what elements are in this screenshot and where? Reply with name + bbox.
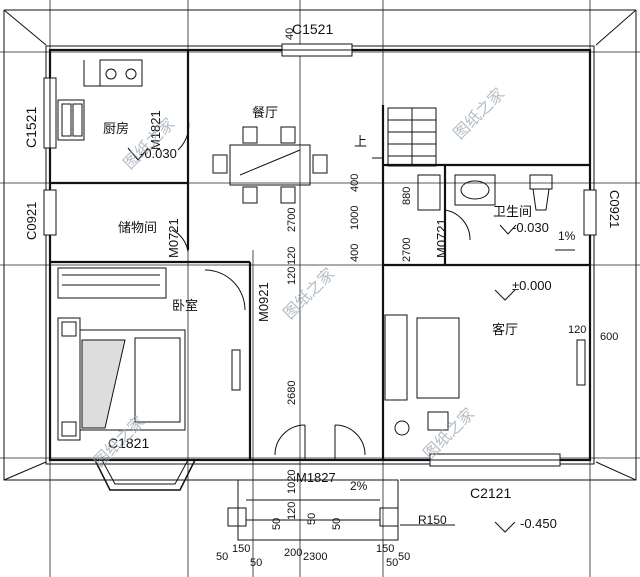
room-living: 客厅	[492, 322, 518, 338]
dim-2700a: 2700	[286, 208, 298, 232]
level-markers	[127, 147, 517, 533]
level-outdoor: -0.450	[520, 516, 557, 531]
level-ramp: 2%	[350, 479, 368, 493]
room-storage: 储物间	[118, 221, 157, 236]
dim-600: 600	[600, 331, 618, 343]
dining-table	[212, 126, 328, 204]
window-living-label: C2121	[470, 485, 511, 501]
window-kitchen-label: C1521	[23, 107, 39, 148]
dim-880: 880	[401, 187, 413, 205]
room-bedroom: 卧室	[172, 298, 198, 314]
room-kitchen: 厨房	[103, 121, 129, 137]
doors	[171, 117, 471, 460]
radius-label: R150	[418, 513, 447, 527]
bedroom-furniture	[57, 267, 241, 441]
dim-1020: 1020	[286, 470, 298, 494]
level-bath: -0.030	[512, 220, 549, 235]
room-bathroom: 卫生间	[493, 205, 532, 220]
door-storage-label: M0721	[166, 218, 181, 258]
window-bath-label: C0921	[607, 190, 622, 228]
dim-s50a: 50	[216, 551, 228, 563]
dim-s200: 200	[284, 547, 302, 559]
door-kitchen-label: M1821	[148, 110, 163, 150]
dim-s50b: 50	[250, 557, 262, 569]
door-bath-label: M0721	[434, 218, 449, 258]
exterior-walls	[45, 45, 595, 465]
level-living: ±0.000	[512, 278, 552, 293]
dim-120a: 120	[286, 247, 298, 265]
dim-2680: 2680	[286, 381, 298, 405]
dim-v50c: 50	[331, 518, 343, 530]
dim-v50b: 50	[306, 513, 318, 525]
dim-s50c: 50	[386, 557, 398, 569]
level-bath-slope: 1%	[558, 229, 576, 243]
watermark-2: 图纸之家	[449, 84, 508, 143]
dim-s150b: 150	[376, 543, 394, 555]
dim-120d: 120	[568, 324, 586, 336]
dim-120b: 120	[286, 267, 298, 285]
dim-40: 40	[284, 28, 296, 40]
dim-stair-1000: 1000	[349, 206, 361, 230]
dim-stair-400b: 400	[349, 244, 361, 262]
dim-s50d: 50	[398, 551, 410, 563]
bathroom-fixtures	[417, 174, 575, 251]
living-furniture	[384, 314, 586, 436]
dim-2700b: 2700	[401, 238, 413, 262]
watermarks: 图纸之家 图纸之家 图纸之家 图纸之家 图纸之家	[89, 84, 508, 471]
dim-s150a: 150	[232, 543, 250, 555]
dim-s2300: 2300	[303, 551, 327, 563]
door-entry-label: M1827	[296, 470, 336, 485]
interior-walls	[50, 50, 590, 460]
door-bedroom-label: M0921	[256, 282, 271, 322]
window-storage-label: C0921	[24, 202, 39, 240]
dimensions: 400 1000 400 2700 2700 120 880 120 2680 …	[216, 28, 618, 569]
staircase	[372, 107, 437, 167]
stair-up-label: 上	[354, 135, 367, 150]
window-bedroom-label: C1821	[108, 435, 149, 451]
dim-120c: 120	[286, 502, 298, 520]
room-dining: 餐厅	[252, 105, 278, 121]
window-marks	[43, 43, 597, 491]
roof-outline	[3, 9, 637, 481]
dim-stair-400a: 400	[349, 174, 361, 192]
level-kitchen: -0.030	[140, 146, 177, 161]
entry-steps	[227, 479, 455, 541]
window-top-label: C1521	[292, 21, 333, 37]
dim-v50: 50	[271, 518, 283, 530]
kitchen-fixtures	[57, 59, 143, 141]
